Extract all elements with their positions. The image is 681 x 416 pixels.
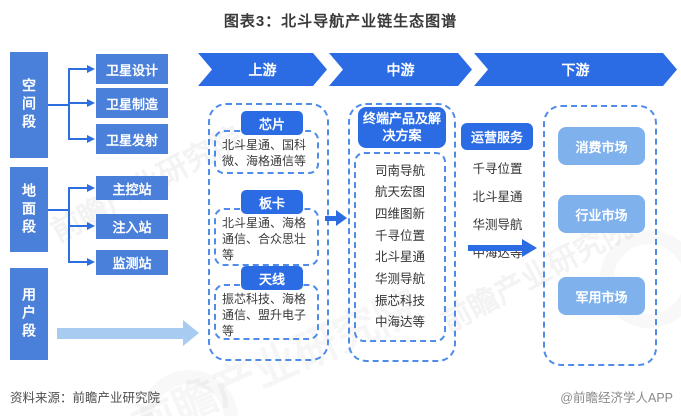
board-companies: 北斗星通、海格通信、合众思壮等: [214, 208, 319, 266]
arrowhead-icon: [87, 65, 95, 73]
chip-companies: 北斗星通、国科微、海格通信等: [214, 130, 319, 174]
stage-chevron-upstream: 上游: [198, 53, 327, 86]
user-segment-arrowhead-icon: [183, 320, 199, 346]
connector-line: [68, 187, 70, 262]
connector-line: [68, 138, 87, 140]
market-box-industry: 行业市场: [558, 195, 645, 233]
upstream-panel: [208, 103, 329, 361]
group-header-antenna: 天线: [241, 266, 303, 290]
midstream-company: 北斗星通: [374, 250, 425, 265]
midstream-company: 千寻位置: [374, 228, 425, 243]
midstream-panel: [348, 103, 456, 362]
antenna-companies: 振芯科技、海格通信、盟升电子等: [214, 284, 319, 340]
arrowhead-icon: [87, 135, 95, 143]
segment-label: 空间段: [21, 78, 37, 132]
midstream-company: 司南导航: [374, 163, 425, 178]
operation-company-list: 千寻位置 北斗星通 华测导航 中海达等: [455, 158, 540, 261]
arrowhead-icon: [87, 258, 95, 266]
upstream-to-midstream-arrow: [325, 216, 336, 221]
arrowhead-icon: [87, 222, 95, 230]
connector-line: [68, 261, 87, 263]
segment-box-space: 空间段: [10, 52, 48, 158]
connector-line: [68, 187, 87, 189]
segment-box-ground: 地面段: [10, 167, 48, 252]
connector-line: [68, 68, 87, 70]
branch-box-monitor-station: 监测站: [96, 250, 168, 275]
operation-services-header: 运营服务: [461, 123, 533, 150]
midstream-company: 航天宏图: [374, 185, 425, 200]
market-box-consumer: 消费市场: [558, 127, 645, 165]
midstream-company: 华测导航: [374, 271, 425, 286]
footer-source: 资料来源：前瞻产业研究院: [10, 391, 161, 405]
branch-box-satellite-launch: 卫星发射: [96, 124, 168, 154]
user-segment-arrow: [57, 328, 183, 339]
branch-box-satellite-manufacture: 卫星制造: [96, 88, 168, 118]
segment-label: 用户段: [21, 287, 37, 341]
operation-to-downstream-arrow: [468, 245, 522, 251]
figure-title: 图表3：北斗导航产业链生态图谱: [223, 13, 458, 30]
footer-credit: @前瞻经济学人APP: [560, 391, 673, 405]
stage-chevron-downstream: 下游: [474, 53, 677, 86]
operation-company: 北斗星通: [472, 190, 523, 204]
connector-line: [48, 104, 68, 106]
market-box-military: 军用市场: [558, 277, 645, 315]
connector-line: [68, 225, 87, 227]
arrowhead-icon: [87, 99, 95, 107]
branch-box-satellite-design: 卫星设计: [96, 54, 168, 84]
connector-line: [68, 102, 87, 104]
branch-box-master-station: 主控站: [96, 176, 168, 200]
midstream-company: 四维图新: [374, 207, 425, 222]
operation-company: 华测导航: [472, 218, 523, 232]
stage-chevron-midstream: 中游: [329, 53, 472, 86]
arrowhead-icon: [87, 184, 95, 192]
midstream-header: 终端产品及解决方案: [358, 107, 446, 148]
connector-line: [68, 68, 70, 140]
connector-line: [48, 209, 68, 211]
segment-label: 地面段: [21, 182, 37, 237]
group-header-board: 板卡: [241, 190, 303, 214]
midstream-company: 振芯科技: [374, 293, 425, 308]
segment-box-user: 用户段: [10, 268, 48, 360]
midstream-company-list: 司南导航 航天宏图 四维图新 千寻位置 北斗星通 华测导航 振芯科技 中海达等: [354, 152, 446, 342]
operation-company: 千寻位置: [472, 162, 523, 176]
downstream-panel: [543, 105, 657, 366]
midstream-company: 中海达等: [374, 315, 425, 330]
operation-to-downstream-arrowhead-icon: [522, 239, 537, 257]
upstream-to-midstream-arrowhead-icon: [336, 210, 347, 226]
group-header-chip: 芯片: [241, 111, 303, 135]
branch-box-injection-station: 注入站: [96, 214, 168, 239]
